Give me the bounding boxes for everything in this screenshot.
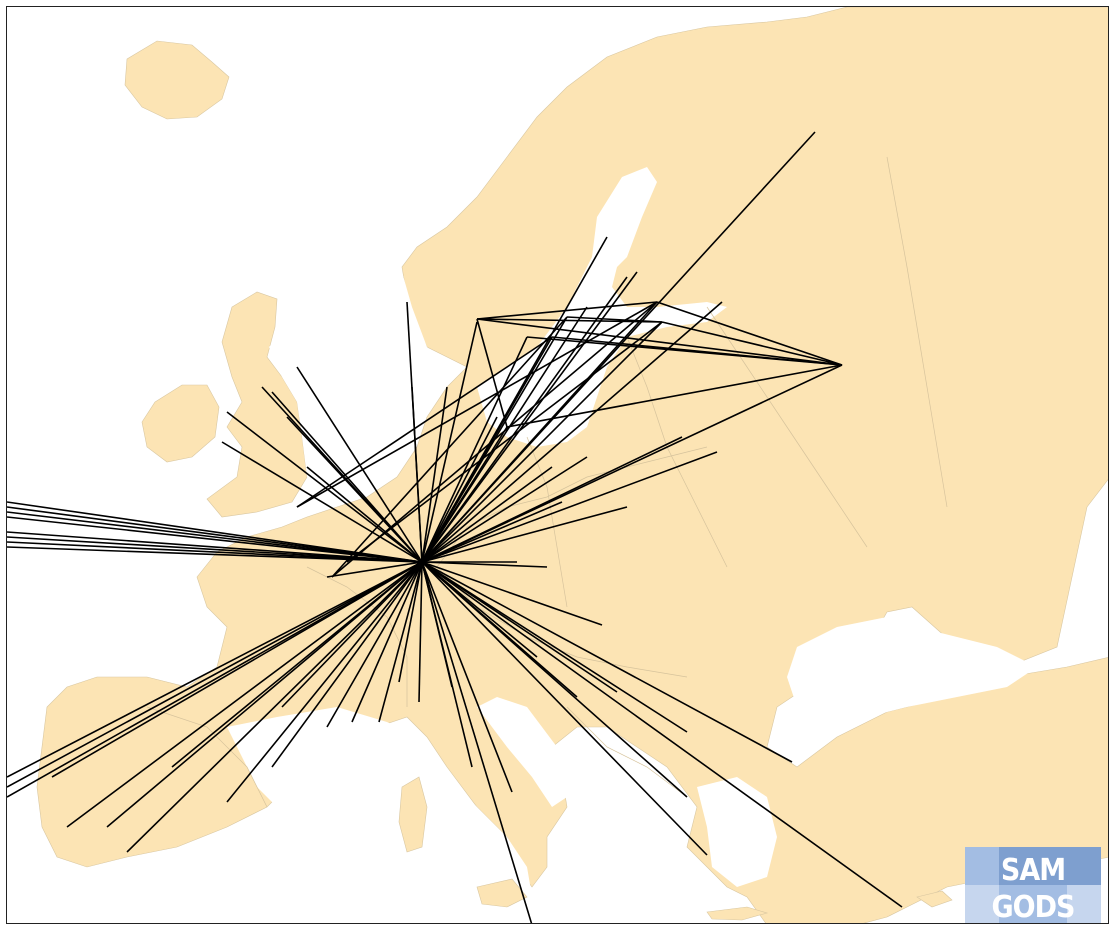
flow-line xyxy=(566,316,663,323)
flow-line xyxy=(551,336,843,366)
flow-line xyxy=(476,318,663,323)
adriatic-sea xyxy=(477,697,567,807)
flow-line xyxy=(421,466,553,563)
flow-line xyxy=(421,561,513,793)
flow-line xyxy=(421,236,608,563)
flow-line xyxy=(126,561,423,853)
flow-line xyxy=(326,561,423,578)
samgods-logo: SAM GODS xyxy=(965,847,1101,924)
flow-line xyxy=(351,561,423,723)
flow-line xyxy=(421,561,603,626)
flow-line xyxy=(661,321,843,366)
flow-line xyxy=(326,561,423,728)
flow-line xyxy=(421,561,688,733)
flow-line xyxy=(421,561,688,798)
flow-line xyxy=(226,411,423,563)
flow-line xyxy=(296,336,553,508)
flow-line xyxy=(411,386,423,563)
flow-line xyxy=(421,131,816,563)
flow-line xyxy=(418,561,423,703)
flow-line xyxy=(421,561,708,856)
flow-line xyxy=(421,561,548,568)
flow-line xyxy=(421,386,448,563)
flow-lines xyxy=(7,131,903,923)
mediterranean-sea xyxy=(227,707,537,923)
flow-line xyxy=(421,321,663,563)
flow-line xyxy=(476,318,843,366)
flow-line xyxy=(7,501,423,563)
britain-land xyxy=(206,291,308,518)
sicily-land xyxy=(476,878,528,908)
flow-line xyxy=(306,466,423,563)
iceland-land xyxy=(124,40,230,120)
flow-line xyxy=(378,561,423,723)
flow-line xyxy=(7,561,423,778)
cyprus-land xyxy=(916,890,953,908)
flow-line xyxy=(7,561,423,798)
flow-line xyxy=(656,301,843,366)
flow-line xyxy=(271,391,423,563)
flow-line xyxy=(421,501,563,563)
flow-line xyxy=(221,441,423,563)
flow-line xyxy=(281,561,423,708)
flow-line xyxy=(421,416,498,563)
flow-line xyxy=(506,364,843,428)
flow-line xyxy=(421,321,478,563)
flow-line xyxy=(51,561,423,778)
flow-line xyxy=(421,301,723,563)
flow-line xyxy=(421,506,628,563)
flow-line xyxy=(171,561,423,768)
flow-line xyxy=(476,318,508,428)
flow-line xyxy=(421,306,588,563)
flow-line xyxy=(421,561,793,763)
flow-line xyxy=(421,561,533,923)
flow-line xyxy=(421,336,528,563)
flow-line xyxy=(421,276,628,563)
flow-line xyxy=(106,561,423,828)
flow-line xyxy=(421,456,588,563)
flow-line xyxy=(331,316,568,578)
ireland-land xyxy=(141,384,220,463)
flow-line xyxy=(476,301,658,320)
flow-line xyxy=(226,561,423,803)
crete-land xyxy=(706,906,769,921)
flow-line xyxy=(271,561,423,768)
map-frame: SAM GODS xyxy=(6,6,1109,924)
sardinia-land xyxy=(398,776,428,853)
flow-line xyxy=(421,451,718,563)
flow-line xyxy=(7,561,423,788)
north-sea xyxy=(269,272,447,487)
gulf-of-bothnia xyxy=(592,167,657,277)
flow-line xyxy=(66,561,423,828)
flow-line xyxy=(346,321,663,563)
flow-line xyxy=(296,301,658,508)
flow-line xyxy=(398,561,423,683)
europe-flow-map: SAM GODS xyxy=(7,7,1108,924)
flow-line xyxy=(421,364,843,563)
black-sea xyxy=(787,617,1037,727)
flow-line xyxy=(286,416,423,563)
logo-line2: GODS xyxy=(992,890,1075,924)
logo-line1: SAM xyxy=(1001,853,1065,888)
flow-line xyxy=(421,561,473,768)
aegean-sea xyxy=(697,777,777,887)
flow-line xyxy=(421,561,903,908)
